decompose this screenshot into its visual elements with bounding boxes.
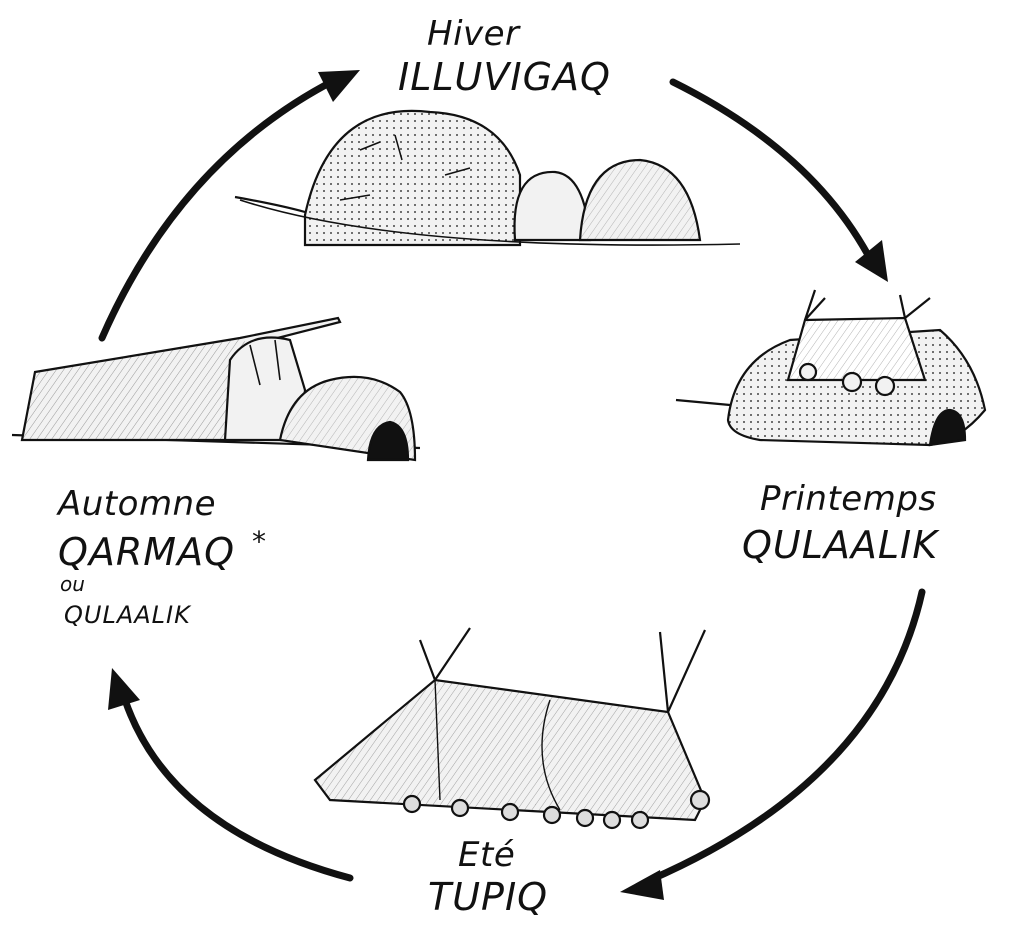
tupiq-tent-drawing	[315, 628, 709, 828]
igloo-drawing	[235, 111, 740, 245]
spring-season-label: Printemps	[760, 482, 937, 516]
spring-dwelling-name: QULAALIK	[742, 526, 938, 564]
qulaalik-drawing	[676, 290, 985, 445]
summer-dwelling-name: TUPIQ	[428, 878, 548, 916]
autumn-season-label: Automne	[58, 487, 216, 521]
autumn-alt-dwelling-name: QULAALIK	[64, 603, 191, 627]
arrow-winter-to-spring	[673, 82, 868, 255]
qarmaq-drawing	[12, 318, 420, 460]
winter-dwelling-name: ILLUVIGAQ	[398, 58, 611, 96]
arrow-autumn-to-winter	[102, 80, 335, 338]
winter-season-label: Hiver	[427, 17, 520, 51]
autumn-connector-label: ou	[60, 574, 85, 594]
arrowhead-summer	[620, 870, 664, 900]
arrowhead-autumn	[108, 668, 140, 710]
arrow-summer-to-autumn	[125, 700, 350, 878]
arrow-spring-to-summer	[650, 592, 922, 880]
summer-season-label: Eté	[458, 838, 515, 872]
autumn-dwelling-name: QARMAQ	[58, 533, 235, 571]
autumn-asterisk: *	[252, 528, 266, 556]
